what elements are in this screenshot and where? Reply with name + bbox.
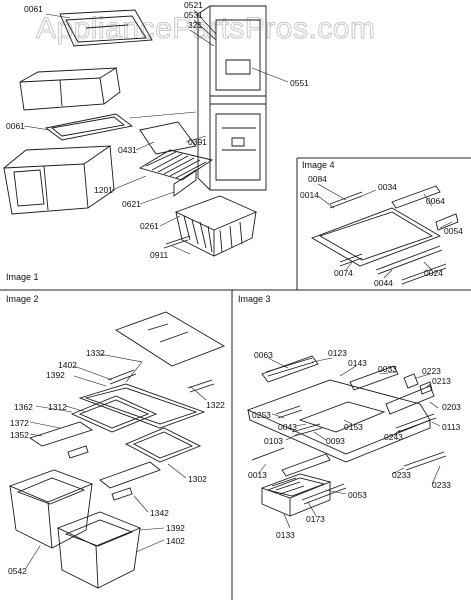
callout-label: 0033	[378, 364, 397, 374]
wire-shelf	[138, 149, 214, 197]
callout-label: 0034	[378, 182, 397, 192]
callout-label: 0024	[424, 268, 443, 278]
callout-label: 0431	[118, 145, 137, 155]
callout-label: 1312	[48, 402, 67, 412]
panel-dividers	[0, 157, 471, 600]
image2-panel: Image 2 1332 1402 1392 1322 1362 1312 13…	[6, 294, 226, 589]
callout-label: 0061	[6, 121, 25, 131]
callout-label: 1342	[150, 508, 169, 518]
callout-label: 0133	[276, 530, 295, 540]
crisper-cover-frame	[59, 9, 153, 47]
callout-label: 0521	[184, 0, 203, 10]
callout-label: 0551	[290, 78, 309, 88]
image2-crisper-bin-right	[56, 511, 142, 589]
callout-label: 1362	[14, 402, 33, 412]
image3-shelf-assembly	[246, 355, 437, 463]
callout-label: 0054	[444, 226, 463, 236]
callout-label: 0213	[432, 376, 451, 386]
callout-label: 0064	[426, 196, 445, 206]
callout-label: 0084	[308, 174, 327, 184]
image1-leaders	[23, 9, 289, 255]
image2-crisper-cover-right	[124, 427, 202, 463]
image4-leaders	[317, 183, 453, 279]
callout-label: 0044	[374, 278, 393, 288]
image4-panel: Image 4 0084 0014 0034 0064 0054 0074 00…	[300, 160, 463, 288]
callout-label: 1372	[10, 418, 29, 428]
callout-label: 1392	[166, 523, 185, 533]
image2-leaders	[25, 353, 207, 569]
image2-title: Image 2	[6, 294, 39, 304]
crisper-drawer-pair	[3, 145, 115, 215]
callout-label: 0143	[348, 358, 367, 368]
crisper-tray-upper	[19, 67, 121, 111]
callout-label: 0074	[334, 268, 353, 278]
image3-title: Image 3	[238, 294, 271, 304]
image2-dividers	[28, 421, 161, 501]
basket-slide	[163, 235, 191, 249]
callout-label: 0261	[140, 221, 159, 231]
callout-label: 1352	[10, 430, 29, 440]
callout-label: 0153	[344, 422, 363, 432]
callout-label: 0093	[326, 436, 345, 446]
image3-leaders	[257, 357, 441, 529]
callout-label: 0621	[122, 199, 141, 209]
crisper-cover-lower	[44, 113, 134, 141]
callout-label: 321	[188, 20, 202, 30]
callout-label: 0542	[8, 566, 27, 576]
image2-shelf-frame	[78, 369, 215, 429]
image2-crisper-bin-left	[8, 469, 94, 549]
callout-label: 1402	[166, 536, 185, 546]
image2-glass-shelf	[114, 311, 226, 367]
image1-title: Image 1	[6, 272, 39, 282]
callout-label: 0531	[184, 10, 203, 20]
callout-label: 0223	[422, 366, 441, 376]
callout-label: 1332	[86, 348, 105, 358]
callout-label: 0043	[278, 422, 297, 432]
callout-label: 0123	[328, 348, 347, 358]
callout-label: 1322	[206, 400, 225, 410]
image3-crisper-drawer	[251, 447, 447, 517]
image4-shelf	[310, 185, 459, 285]
callout-label: 1402	[58, 360, 77, 370]
callout-label: 0391	[188, 137, 207, 147]
image1-panel: Image 1 0061 0521 0531 321 0551 0061 039…	[3, 0, 309, 282]
callout-label: 1302	[188, 474, 207, 484]
callout-label: 0243	[384, 432, 403, 442]
callout-label: 0233	[392, 470, 411, 480]
callout-label: 0053	[348, 490, 367, 500]
callout-label: 0113	[442, 422, 461, 432]
callout-label: 0233	[432, 480, 451, 490]
wire-basket	[174, 195, 258, 257]
callout-label: 0253	[252, 410, 271, 420]
callout-label: 0911	[150, 250, 169, 260]
callout-label: 0203	[442, 402, 461, 412]
callout-label: 0061	[24, 4, 43, 14]
callout-label: 1201	[94, 185, 113, 195]
callout-label: 0173	[306, 514, 325, 524]
callout-label: 0063	[254, 350, 273, 360]
image4-title: Image 4	[302, 160, 335, 170]
shelf-glass	[139, 121, 197, 155]
image3-panel: Image 3 0063 0123 0143 0033 0223 0213 02…	[238, 294, 461, 540]
callout-label: 0013	[248, 470, 267, 480]
watermark-text: AppliancePartsPros.com	[36, 12, 375, 45]
callout-label: 0014	[300, 190, 319, 200]
image2-crisper-cover-left	[70, 395, 158, 433]
callout-label: 1392	[46, 370, 65, 380]
callout-label: 0103	[264, 436, 283, 446]
refrigerator-cabinet	[197, 5, 267, 191]
